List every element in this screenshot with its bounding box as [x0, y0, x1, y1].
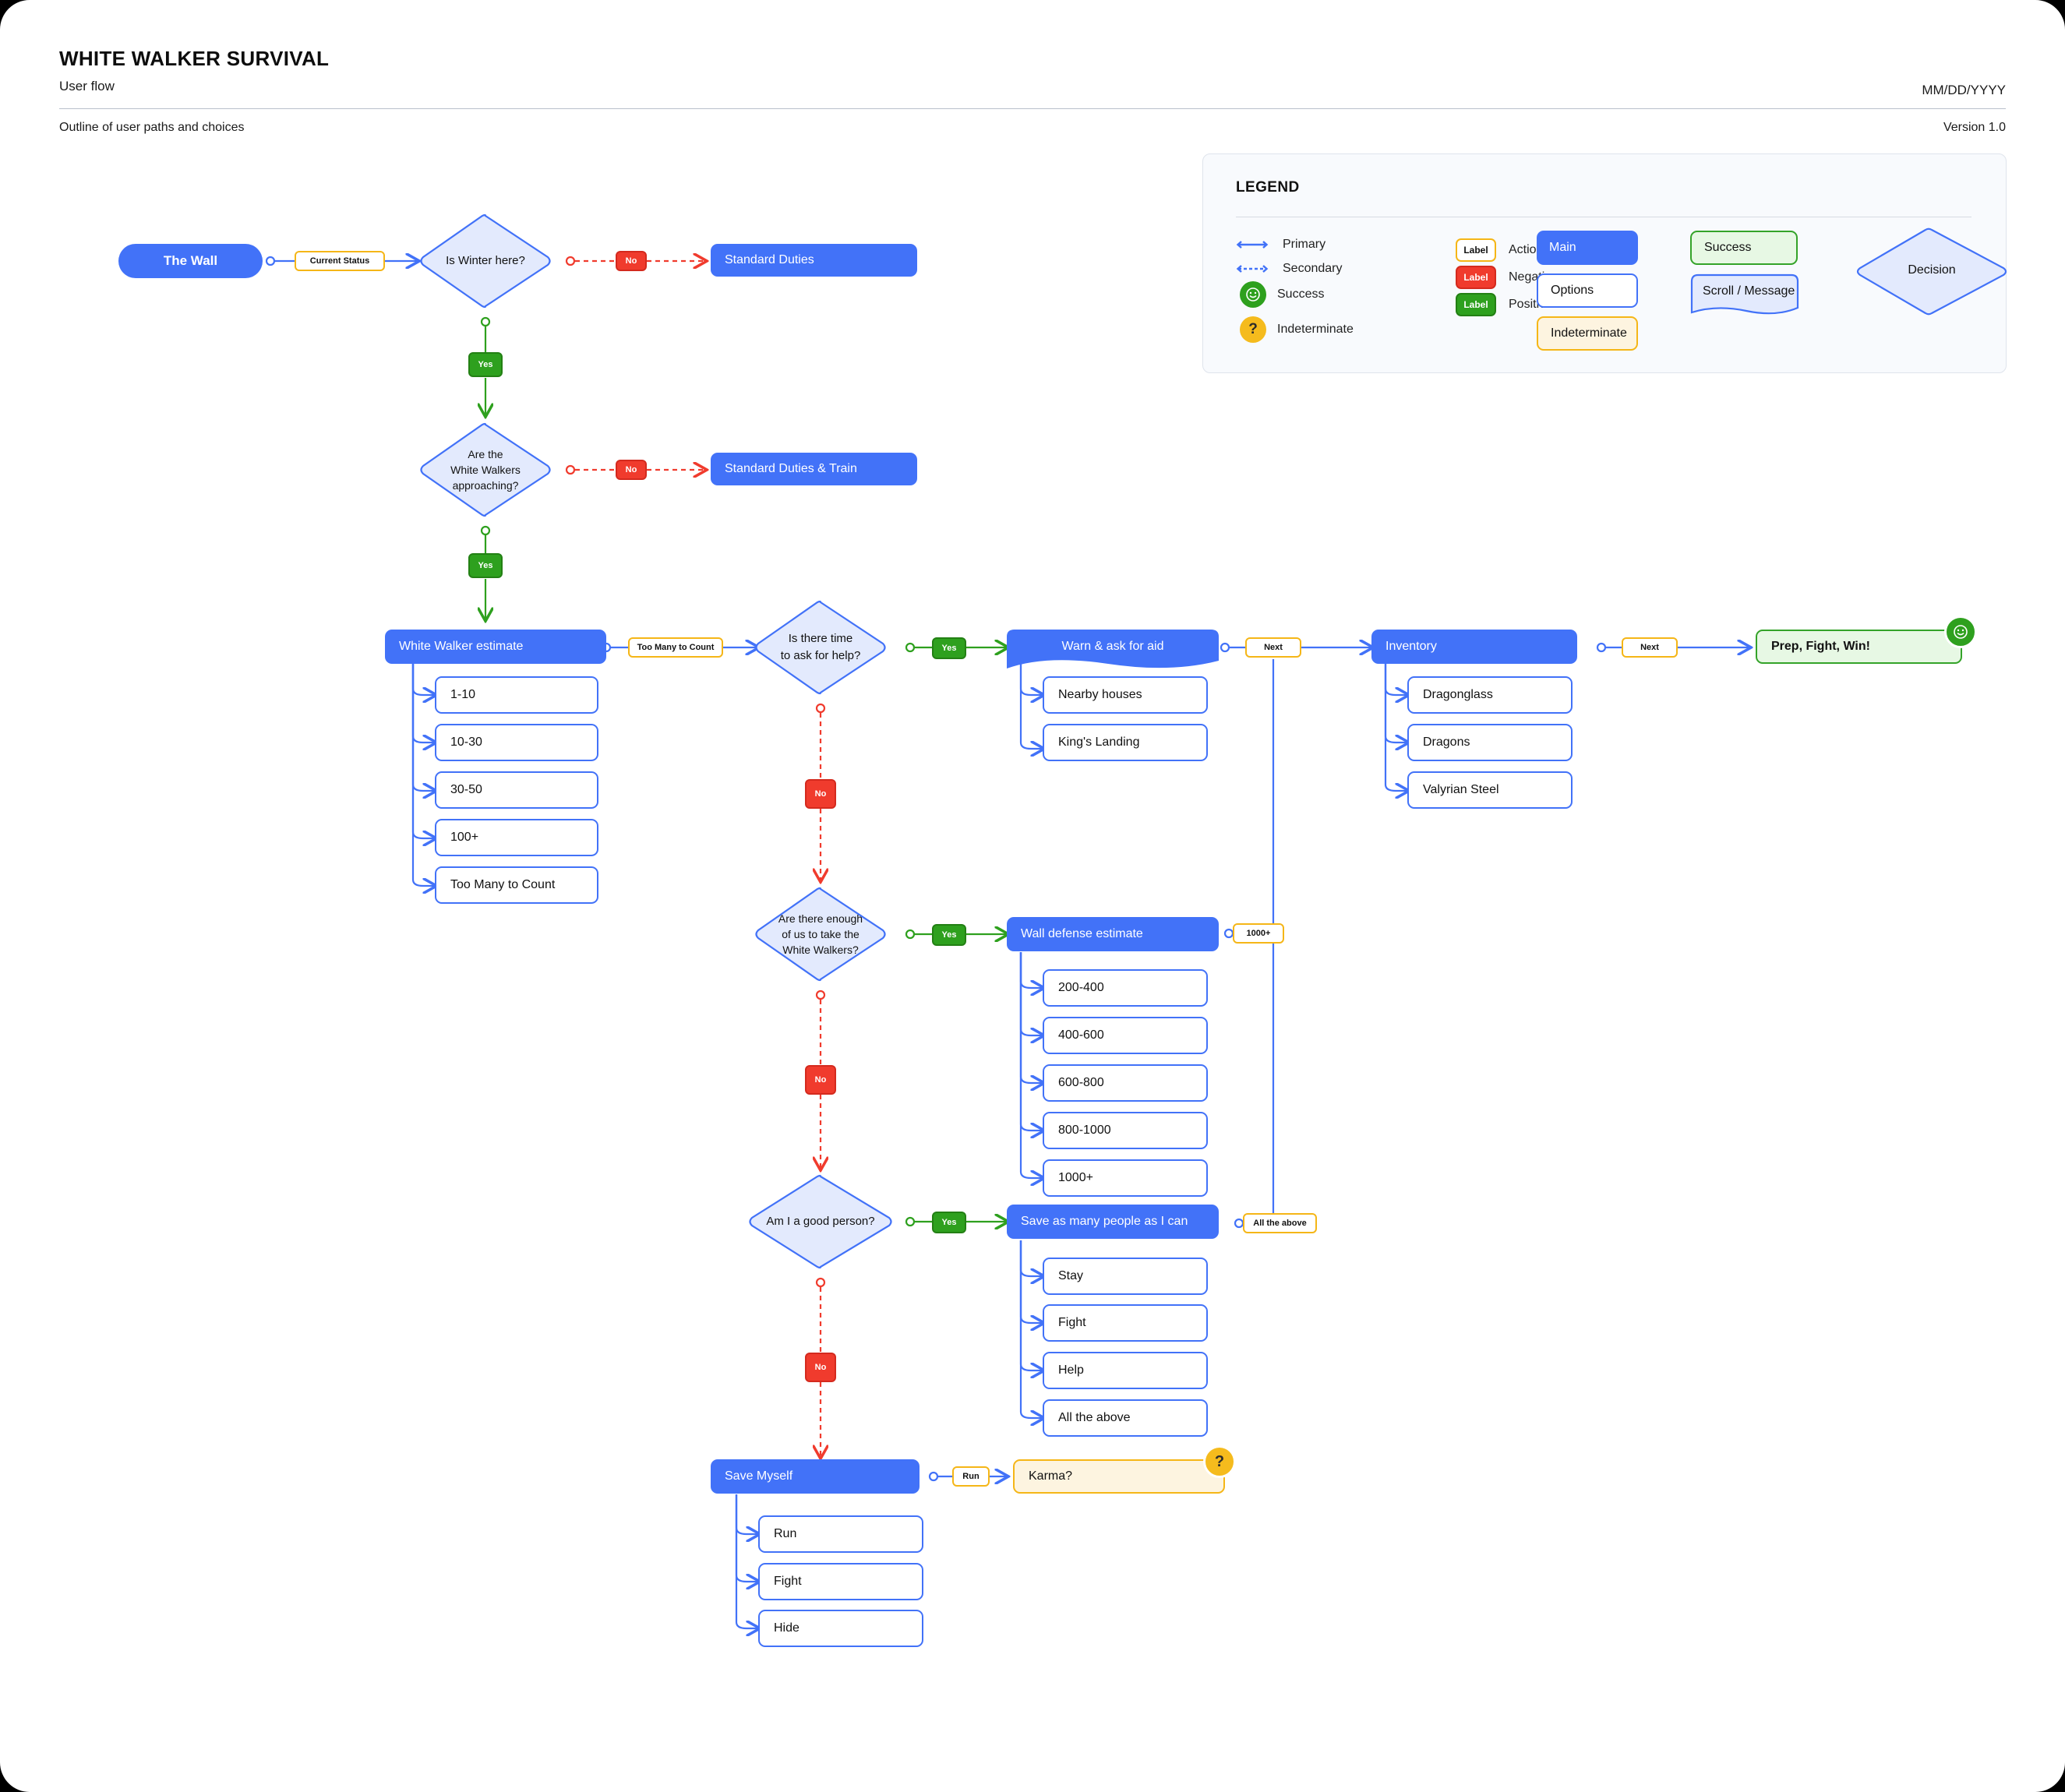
- legend-shape-scroll-label: Scroll / Message: [1703, 284, 1795, 298]
- success-badge-icon: [1944, 616, 1977, 648]
- option-inv-2[interactable]: Dragons: [1407, 724, 1573, 761]
- legend-label-action: Label Action: [1456, 238, 1543, 262]
- node-save-myself[interactable]: Save Myself: [711, 1459, 920, 1494]
- edge-label-next-1: Next: [1245, 637, 1301, 658]
- option-warn-2[interactable]: King's Landing: [1043, 724, 1208, 761]
- decision-time-to-ask-help-label: Is there time to ask for help?: [780, 632, 861, 662]
- legend-chip-action: Label: [1456, 238, 1496, 262]
- question-icon: ?: [1240, 316, 1266, 343]
- legend-label-action-text: Action: [1509, 243, 1544, 256]
- smiley-icon: [1240, 281, 1266, 308]
- legend-label-positive: Label Positive: [1456, 293, 1552, 316]
- edge-label-no-1: No: [616, 251, 647, 271]
- page-subtitle: User flow: [59, 79, 115, 93]
- option-self-2[interactable]: Fight: [758, 1563, 923, 1600]
- option-wd-2[interactable]: 400-600: [1043, 1017, 1208, 1054]
- page-header: WHITE WALKER SURVIVAL User flow MM/DD/YY…: [59, 47, 2006, 97]
- legend-shape-decision: Decision: [1854, 227, 2010, 316]
- node-save-as-many-people[interactable]: Save as many people as I can: [1007, 1205, 1219, 1239]
- edge-label-all-the-above: All the above: [1243, 1213, 1317, 1233]
- option-ww-3[interactable]: 30-50: [435, 771, 598, 809]
- header-version: Version 1.0: [1943, 121, 2006, 134]
- node-warn-ask-for-aid-label: Warn & ask for aid: [1061, 640, 1164, 653]
- node-standard-duties[interactable]: Standard Duties: [711, 244, 917, 277]
- header-date: MM/DD/YYYY: [1922, 83, 2006, 97]
- option-inv-1[interactable]: Dragonglass: [1407, 676, 1573, 714]
- legend-shape-decision-label: Decision: [1908, 263, 1956, 277]
- legend-shape-options: Options: [1537, 273, 1638, 308]
- node-wall-defense-estimate[interactable]: Wall defense estimate: [1007, 917, 1219, 951]
- edge-label-no-help: No: [805, 779, 836, 809]
- legend-panel: LEGEND Primary Secondary Success ? Indet…: [1202, 153, 2007, 373]
- legend-shape-main: Main: [1537, 231, 1638, 265]
- option-wd-4[interactable]: 800-1000: [1043, 1112, 1208, 1149]
- legend-line-primary: Primary: [1236, 238, 1325, 252]
- node-karma[interactable]: Karma?: [1013, 1459, 1225, 1494]
- edge-label-no-good: No: [805, 1353, 836, 1382]
- decision-time-to-ask-help[interactable]: Is there time to ask for help?: [753, 599, 888, 696]
- edge-label-yes-help: Yes: [932, 637, 966, 659]
- option-sm-4[interactable]: All the above: [1043, 1399, 1208, 1437]
- edge-label-yes-enough: Yes: [932, 924, 966, 946]
- node-the-wall[interactable]: The Wall: [118, 244, 263, 278]
- arrow-solid-icon: [1236, 241, 1269, 249]
- option-ww-4[interactable]: 100+: [435, 819, 598, 856]
- option-ww-2[interactable]: 10-30: [435, 724, 598, 761]
- option-warn-1[interactable]: Nearby houses: [1043, 676, 1208, 714]
- option-wd-5[interactable]: 1000+: [1043, 1159, 1208, 1197]
- legend-icon-success: Success: [1240, 281, 1324, 308]
- edge-label-next-2: Next: [1622, 637, 1678, 658]
- node-prep-fight-win[interactable]: Prep, Fight, Win!: [1756, 630, 1962, 664]
- header-divider: [59, 108, 2006, 109]
- edge-label-too-many-to-count: Too Many to Count: [628, 637, 723, 658]
- legend-line-primary-label: Primary: [1283, 238, 1326, 251]
- node-inventory[interactable]: Inventory: [1371, 630, 1577, 664]
- decision-white-walkers-approaching[interactable]: Are the White Walkers approaching?: [418, 422, 553, 518]
- option-ww-1[interactable]: 1-10: [435, 676, 598, 714]
- decision-is-winter-here-label: Is Winter here?: [446, 254, 525, 268]
- edge-label-yes-2: Yes: [468, 553, 503, 578]
- indeterminate-badge-icon: ?: [1203, 1445, 1236, 1478]
- option-sm-1[interactable]: Stay: [1043, 1258, 1208, 1295]
- legend-shape-scroll: Scroll / Message: [1690, 273, 1799, 319]
- node-white-walker-estimate[interactable]: White Walker estimate: [385, 630, 606, 664]
- arrow-dashed-icon: [1236, 265, 1269, 273]
- edge-label-run: Run: [952, 1466, 990, 1487]
- decision-am-i-a-good-person[interactable]: Am I a good person?: [747, 1173, 895, 1270]
- decision-enough-of-us[interactable]: Are there enough of us to take the White…: [753, 886, 888, 982]
- option-ww-5[interactable]: Too Many to Count: [435, 866, 598, 904]
- option-sm-3[interactable]: Help: [1043, 1352, 1208, 1389]
- header-note: Outline of user paths and choices: [59, 121, 245, 134]
- legend-line-secondary-label: Secondary: [1283, 262, 1343, 275]
- legend-shape-indeterminate: Indeterminate: [1537, 316, 1638, 351]
- option-wd-3[interactable]: 600-800: [1043, 1064, 1208, 1102]
- edge-label-1000-plus: 1000+: [1233, 923, 1284, 944]
- legend-chip-negative: Label: [1456, 266, 1496, 289]
- edge-label-no-2: No: [616, 460, 647, 480]
- decision-enough-of-us-label: Are there enough of us to take the White…: [778, 912, 863, 957]
- option-self-3[interactable]: Hide: [758, 1610, 923, 1647]
- option-sm-2[interactable]: Fight: [1043, 1304, 1208, 1342]
- node-standard-duties-train[interactable]: Standard Duties & Train: [711, 453, 917, 485]
- edge-label-yes-1: Yes: [468, 352, 503, 377]
- node-warn-ask-for-aid[interactable]: Warn & ask for aid: [1007, 630, 1219, 675]
- decision-white-walkers-approaching-label: Are the White Walkers approaching?: [450, 447, 521, 492]
- page-title: WHITE WALKER SURVIVAL: [59, 47, 330, 70]
- legend-chip-positive: Label: [1456, 293, 1496, 316]
- option-wd-1[interactable]: 200-400: [1043, 969, 1208, 1007]
- option-inv-3[interactable]: Valyrian Steel: [1407, 771, 1573, 809]
- edge-label-no-enough: No: [805, 1065, 836, 1095]
- legend-line-secondary: Secondary: [1236, 262, 1343, 276]
- legend-shape-success: Success: [1690, 231, 1798, 265]
- legend-icon-indeterminate-label: Indeterminate: [1277, 323, 1354, 336]
- legend-icon-success-label: Success: [1277, 287, 1325, 301]
- edge-label-current-status: Current Status: [295, 251, 385, 271]
- edge-label-yes-good: Yes: [932, 1212, 966, 1233]
- legend-icon-indeterminate: ? Indeterminate: [1240, 316, 1354, 343]
- decision-is-winter-here[interactable]: Is Winter here?: [418, 213, 553, 309]
- decision-am-i-a-good-person-label: Am I a good person?: [766, 1215, 875, 1229]
- legend-title: LEGEND: [1236, 179, 1300, 196]
- option-self-1[interactable]: Run: [758, 1515, 923, 1553]
